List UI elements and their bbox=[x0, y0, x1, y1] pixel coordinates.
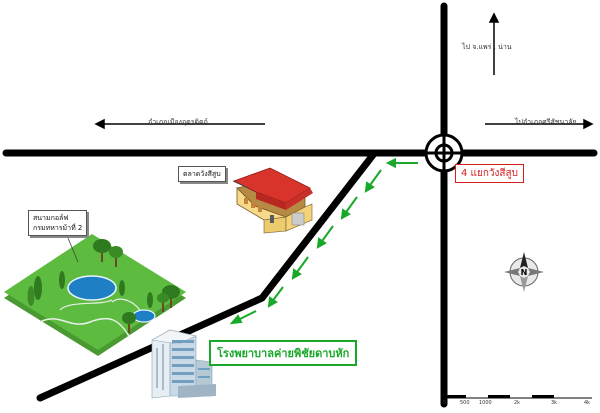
golf-pond bbox=[67, 275, 117, 301]
route-dashes bbox=[229, 157, 418, 325]
hospital-access-road bbox=[36, 151, 377, 402]
hospital-label: โรงพยาบาลค่ายพิชัยดาบหัก bbox=[209, 340, 358, 366]
market-building bbox=[232, 167, 313, 234]
market-label: ตลาดวังสีสูบ bbox=[183, 170, 221, 178]
scale-tick-0: 0 bbox=[443, 400, 447, 406]
direction-label-west: อำเภอเมืองอุตรดิตถ์ bbox=[148, 118, 208, 126]
scale-bar bbox=[444, 395, 592, 399]
scale-tick-4k: 4k bbox=[584, 400, 591, 406]
direction-label-north: ไป จ.แพร่ , น่าน bbox=[462, 43, 512, 51]
scale-tick-2k: 2k bbox=[514, 400, 521, 406]
intersection-label: 4 แยกวังสีสูบ bbox=[455, 164, 524, 183]
north-arrow: N bbox=[504, 252, 544, 292]
roundabout bbox=[420, 129, 468, 177]
golf-label-line2: กรมทหารม้าที่ 2 bbox=[33, 224, 83, 232]
hospital-building bbox=[151, 329, 216, 399]
golf-label-line1: สนามกอล์ฟ bbox=[33, 214, 69, 222]
golf-trees bbox=[27, 239, 180, 333]
scale-tick-500: 500 bbox=[460, 400, 470, 406]
north-label: N bbox=[521, 268, 528, 277]
callout-leaders bbox=[67, 180, 249, 263]
scale-tick-1000: 1000 bbox=[479, 400, 492, 406]
roads bbox=[2, 2, 598, 408]
golf-callout: สนามกอล์ฟ กรมทหารม้าที่ 2 bbox=[28, 210, 88, 236]
market-callout: ตลาดวังสีสูบ bbox=[178, 166, 226, 182]
direction-arrows bbox=[94, 12, 594, 130]
scale-tick-3k: 3k bbox=[551, 400, 558, 406]
direction-label-east: ไปอำเภอศรีสัชนาลัย bbox=[515, 118, 577, 126]
golf-course bbox=[4, 234, 186, 356]
